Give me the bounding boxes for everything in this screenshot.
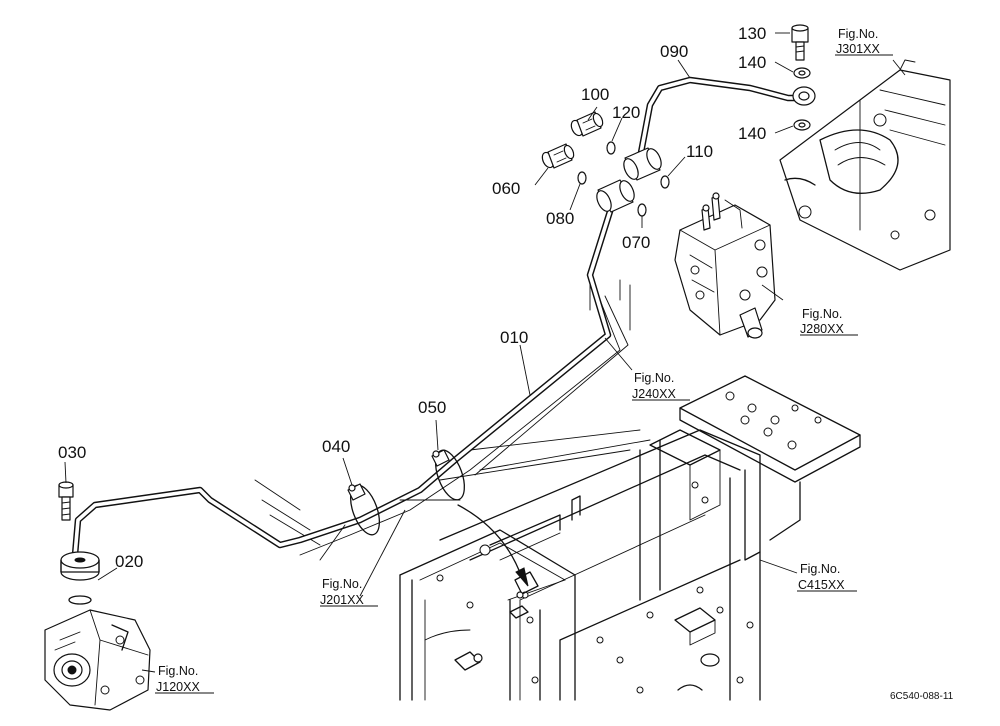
fig-code: C415XX <box>798 578 845 592</box>
fig-code: J280XX <box>800 322 844 336</box>
part-label-020: 020 <box>115 552 143 571</box>
part-label-090: 090 <box>660 42 688 61</box>
part-label-120: 120 <box>612 103 640 122</box>
fig-caption: Fig.No. <box>634 371 674 385</box>
fig-caption: Fig.No. <box>838 27 878 41</box>
hydraulic-pump <box>44 609 151 711</box>
part-label-030: 030 <box>58 443 86 462</box>
union-eye-090 <box>792 86 816 106</box>
part-label-110: 110 <box>686 142 713 161</box>
o-ring-020 <box>68 595 92 605</box>
clamp-040 <box>347 483 381 536</box>
part-label-080: 080 <box>546 209 574 228</box>
eye-joint-020 <box>60 551 100 581</box>
fig-ref-j280xx: Fig.No. J280XX <box>800 307 844 336</box>
washer-140-upper <box>793 67 811 79</box>
fig-code: J301XX <box>836 42 880 56</box>
part-label-100: 100 <box>581 85 609 104</box>
washer-140-lower <box>793 119 811 131</box>
fig-ref-c415xx: Fig.No. C415XX <box>798 562 845 592</box>
part-label-010: 010 <box>500 328 528 347</box>
eye-fitting-lower <box>596 179 635 213</box>
clamp-050 <box>431 449 466 501</box>
frame-assembly <box>439 375 861 701</box>
fig-code: J201XX <box>320 593 364 607</box>
fig-caption: Fig.No. <box>322 577 362 591</box>
bolt-130 <box>791 24 809 61</box>
part-label-140-upper: 140 <box>738 53 766 72</box>
fig-ref-j201xx: Fig.No. J201XX <box>320 577 364 607</box>
pipe-090 <box>636 76 804 162</box>
fig-ref-j120xx: Fig.No. J120XX <box>156 664 200 694</box>
o-ring-120 <box>606 141 616 155</box>
o-ring-070 <box>637 203 647 217</box>
part-label-140-lower: 140 <box>738 124 766 143</box>
guide-lines <box>254 279 651 546</box>
drawing-code: 6C540-088-11 <box>890 691 954 702</box>
control-valve <box>674 192 776 339</box>
fig-caption: Fig.No. <box>802 307 842 321</box>
banjo-bolt-060 <box>541 143 575 169</box>
fig-ref-j240xx: Fig.No. J240XX <box>632 371 676 401</box>
part-label-040: 040 <box>322 437 350 456</box>
fig-code: J240XX <box>632 387 676 401</box>
front-panel <box>399 529 576 701</box>
fig-caption: Fig.No. <box>800 562 840 576</box>
pipe-010 <box>71 201 629 561</box>
part-label-050: 050 <box>418 398 446 417</box>
leader-lines <box>64 32 906 694</box>
part-label-070: 070 <box>622 233 650 252</box>
bolt-030 <box>58 481 74 521</box>
o-ring-080 <box>577 171 587 185</box>
banjo-bolt-100 <box>570 111 604 137</box>
part-label-130: 130 <box>738 24 766 43</box>
fig-code: J120XX <box>156 680 200 694</box>
hydraulic-lift-housing <box>779 59 951 271</box>
o-ring-110 <box>660 175 670 189</box>
detail-arrow <box>457 504 529 587</box>
fig-ref-j301xx: Fig.No. J301XX <box>836 27 880 56</box>
part-label-060: 060 <box>492 179 520 198</box>
eye-fitting-upper <box>623 147 662 181</box>
fig-caption: Fig.No. <box>158 664 198 678</box>
